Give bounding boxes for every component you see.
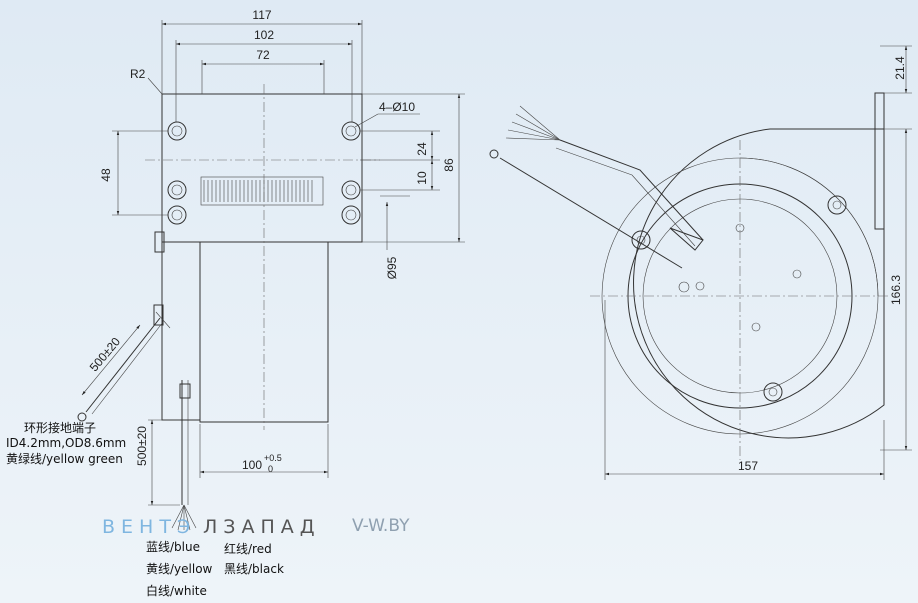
- dim-100: 100: [242, 458, 262, 472]
- dim-cable-main: 500±20: [135, 426, 149, 466]
- dim-10: 10: [415, 171, 429, 185]
- mounting-flange: [161, 93, 363, 243]
- dim-d95: Ø95: [385, 256, 399, 279]
- svg-text:黄绿线/yellow green: 黄绿线/yellow green: [6, 451, 123, 466]
- svg-text:环形接地端子: 环形接地端子: [24, 420, 96, 435]
- wire-white: 白线/white: [146, 583, 207, 598]
- cable-clamp: [669, 227, 704, 251]
- dim-157: 157: [738, 459, 758, 473]
- dim-86: 86: [442, 158, 456, 172]
- ground-boss: [153, 304, 164, 326]
- wire-ends: [171, 504, 197, 531]
- dim-72: 72: [256, 48, 270, 62]
- screw-mounts: [631, 195, 847, 402]
- wire-black: 黑线/black: [224, 562, 284, 576]
- side-wire-ends: [505, 105, 561, 141]
- dim-102: 102: [254, 28, 274, 42]
- side-outlet-flange: [874, 92, 885, 230]
- side-view: 21.4 166.3 157: [489, 45, 912, 480]
- side-ground-cable: [499, 157, 683, 269]
- scroll-housing: [633, 128, 885, 439]
- dim-117: 117: [252, 8, 271, 22]
- dim-21-4: 21.4: [893, 56, 907, 80]
- front-view: 117 102 72 R2 4–Ø10 48 24 10 86: [77, 8, 465, 531]
- wire-color-legend: 蓝线/blue 红线/red 黄线/yellow 黑线/black 白线/whi…: [146, 540, 284, 598]
- svg-text:ID4.2mm,OD8.6mm: ID4.2mm,OD8.6mm: [6, 436, 126, 450]
- watermark-brand-part1: ВЕНТЭ: [102, 516, 197, 538]
- dim-24: 24: [415, 142, 429, 156]
- dim-100-tol-upper: +0.5: [264, 453, 282, 463]
- watermark-site: V-W.BY: [352, 516, 410, 536]
- motor-housing: [161, 241, 201, 421]
- dim-100-tol-lower: 0: [268, 464, 273, 474]
- wire-red: 红线/red: [224, 541, 272, 556]
- side-main-cable: [559, 139, 704, 241]
- dim-166-3: 166.3: [889, 275, 903, 305]
- dim-r2: R2: [130, 67, 146, 81]
- watermark-brand-part2: ЛЗАПАД: [203, 516, 321, 538]
- dim-cable-ground: 500±20: [87, 334, 124, 374]
- terminal-block: [154, 231, 165, 253]
- ground-terminal-note: 环形接地端子 ID4.2mm,OD8.6mm 黄绿线/yellow green: [6, 420, 126, 466]
- dim-48: 48: [99, 168, 113, 182]
- air-outlet: [200, 176, 324, 206]
- wire-blue: 蓝线/blue: [146, 540, 200, 554]
- cable-grommet: [179, 383, 191, 399]
- mounting-holes: [167, 121, 361, 225]
- wire-yellow: 黄线/yellow: [146, 562, 213, 576]
- ground-symbol-icon: [678, 281, 690, 293]
- ground-ring-terminal: [77, 412, 87, 422]
- side-ground-ring: [489, 149, 499, 159]
- dim-holes: 4–Ø10: [379, 100, 415, 114]
- outlet-louvers: [203, 180, 313, 202]
